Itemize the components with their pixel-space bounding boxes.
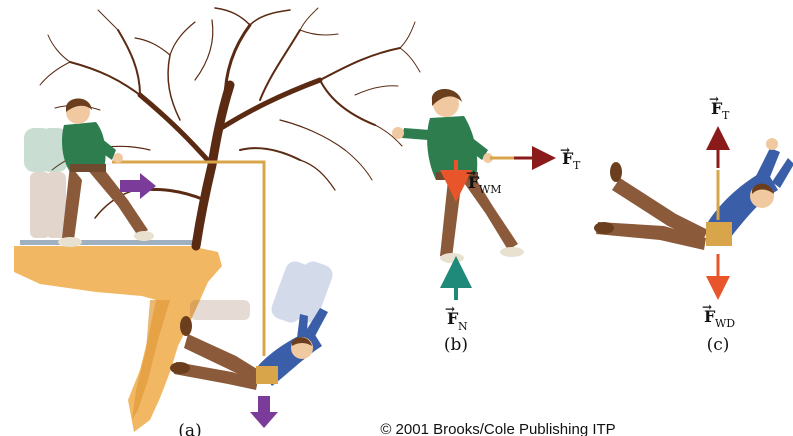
svg-text:WD: WD	[715, 317, 735, 330]
svg-text:N: N	[458, 320, 468, 333]
panel-c: F T → F WD → (c)	[594, 92, 793, 355]
panel-a-label: (a)	[178, 421, 201, 436]
motion-arrow-down	[250, 396, 278, 428]
weight-label-man: F WM →	[466, 166, 502, 196]
motion-arrow-right	[120, 173, 156, 199]
panel-b-label: (b)	[444, 335, 468, 355]
svg-text:→: →	[445, 302, 455, 316]
faller-a	[170, 308, 328, 390]
runner-motion-trail	[24, 128, 68, 238]
svg-text:→: →	[466, 166, 476, 180]
panel-b: F T → F WM → F N → (b)	[392, 89, 581, 355]
svg-text:→: →	[702, 300, 712, 314]
weight-label-dude: F WD →	[702, 300, 735, 330]
svg-text:WM: WM	[479, 183, 502, 196]
svg-text:T: T	[573, 159, 581, 172]
svg-text:→: →	[709, 92, 719, 106]
runner-a	[58, 99, 154, 248]
panel-c-label: (c)	[707, 335, 730, 355]
tension-label-c: F T →	[709, 92, 730, 122]
faller-c	[594, 138, 793, 250]
cliff-top-ledge	[20, 240, 200, 245]
svg-text:T: T	[722, 109, 730, 122]
copyright-credit: © 2001 Brooks/Cole Publishing ITP	[380, 421, 615, 436]
svg-text:→: →	[560, 143, 570, 157]
tension-label-b: F T →	[560, 143, 581, 172]
panel-a: (a)	[14, 8, 420, 436]
normal-label: F N →	[445, 302, 468, 333]
